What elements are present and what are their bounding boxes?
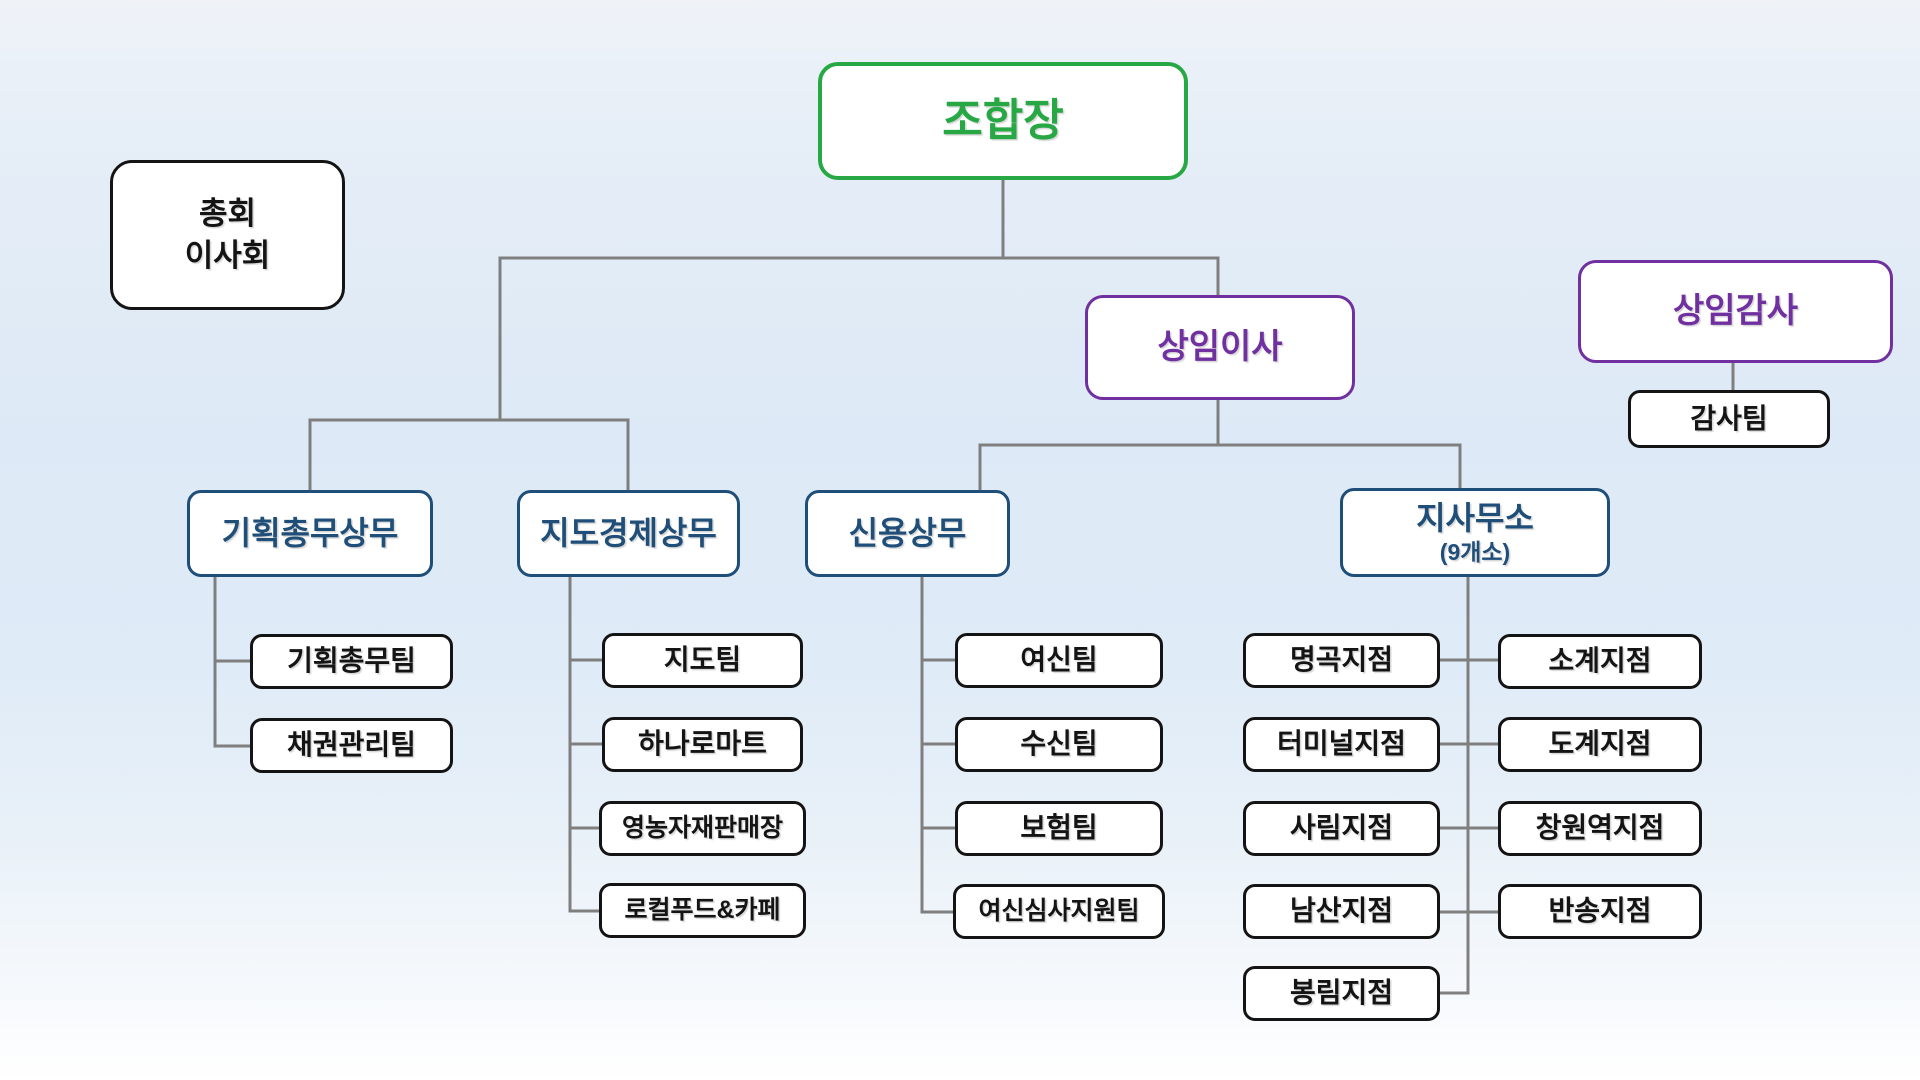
node-label: 영농자재판매장: [621, 814, 783, 843]
node-label: 기획총무팀: [287, 645, 416, 677]
org-node-managing-director: 상임이사: [1085, 295, 1355, 400]
org-node-namsan-branch: 남산지점: [1243, 884, 1440, 939]
org-node-local-food-cafe: 로컬푸드&카페: [599, 883, 806, 938]
org-node-loan-team: 여신팀: [955, 633, 1163, 688]
node-label: 감사팀: [1690, 402, 1768, 434]
node-label: 터미널지점: [1277, 728, 1406, 760]
node-label: 여신심사지원팀: [978, 897, 1140, 926]
org-node-myeonggok-branch: 명곡지점: [1243, 633, 1440, 688]
node-label: 도계지점: [1548, 728, 1652, 760]
node-label: 봉림지점: [1289, 977, 1394, 1009]
org-node-terminal-branch: 터미널지점: [1243, 717, 1440, 772]
node-label: 여신팀: [1020, 644, 1098, 676]
node-label: 반송지점: [1548, 895, 1652, 927]
org-node-branch-offices: 지사무소(9개소): [1340, 488, 1610, 577]
node-label: 채권관리팀: [287, 729, 416, 761]
org-node-guidance-economy: 지도경제상무: [517, 490, 740, 577]
org-node-hanaro-mart: 하나로마트: [602, 717, 803, 772]
org-node-changwon-station-branch: 창원역지점: [1498, 801, 1702, 856]
connector-line: [1440, 577, 1470, 995]
node-sublabel: (9개소): [1439, 538, 1511, 565]
node-label: 소계지점: [1548, 645, 1652, 677]
node-label: 사림지점: [1289, 812, 1394, 844]
org-node-deposit-team: 수신팀: [955, 717, 1163, 772]
org-node-sarim-branch: 사림지점: [1243, 801, 1440, 856]
node-label: 신용상무: [848, 515, 967, 552]
org-node-dogye-branch: 도계지점: [1498, 717, 1702, 772]
node-label: 하나로마트: [638, 728, 767, 760]
node-label: 지도경제상무: [540, 515, 717, 552]
org-node-sogye-branch: 소계지점: [1498, 634, 1702, 689]
org-node-bond-management-team: 채권관리팀: [250, 718, 453, 773]
connector-line: [978, 443, 1462, 490]
node-label: 로컬푸드&카페: [624, 896, 781, 925]
node-label-line2: 이사회: [184, 238, 271, 273]
node-label: 지도팀: [663, 644, 742, 676]
connector-line: [213, 577, 250, 748]
org-node-guidance-team: 지도팀: [602, 633, 803, 688]
node-label: 조합장: [942, 95, 1064, 145]
org-node-bansong-branch: 반송지점: [1498, 884, 1702, 939]
node-label: 남산지점: [1289, 895, 1394, 927]
connector-line: [920, 577, 953, 914]
org-node-planning-team: 기획총무팀: [250, 634, 453, 689]
org-node-audit-team: 감사팀: [1628, 390, 1830, 448]
node-label: 총회: [198, 196, 257, 232]
org-node-chairman: 조합장: [818, 62, 1188, 180]
node-label: 수신팀: [1020, 728, 1098, 760]
node-label: 상임이사: [1157, 327, 1283, 366]
node-label: 지사무소: [1416, 499, 1534, 536]
node-label: 기획총무상무: [221, 515, 399, 552]
org-node-loan-review-support-team: 여신심사지원팀: [953, 884, 1165, 939]
node-label: 상임감사: [1672, 291, 1799, 330]
org-node-credit: 신용상무: [805, 490, 1010, 577]
connector-line: [568, 577, 599, 913]
connector-line: [308, 418, 630, 490]
org-node-bongnim-branch: 봉림지점: [1243, 966, 1440, 1021]
org-node-farm-materials-store: 영농자재판매장: [599, 801, 806, 856]
org-node-standing-auditor: 상임감사: [1578, 260, 1893, 363]
org-node-planning-general-affairs: 기획총무상무: [187, 490, 433, 577]
node-label: 창원역지점: [1535, 812, 1665, 844]
node-label: 명곡지점: [1289, 644, 1394, 676]
node-label: 보험팀: [1020, 812, 1098, 844]
org-node-insurance-team: 보험팀: [955, 801, 1163, 856]
connector-line: [498, 256, 1220, 420]
